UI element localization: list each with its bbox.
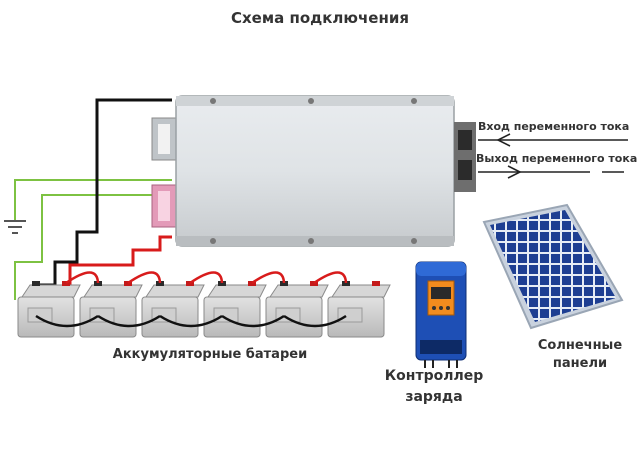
page-title: Схема подключения xyxy=(231,9,409,27)
battery xyxy=(141,281,205,338)
inverter-box xyxy=(151,95,476,247)
positive-wire xyxy=(68,235,172,290)
battery xyxy=(17,281,81,338)
link-positive xyxy=(65,271,100,285)
panels-label: Солнечные панели xyxy=(520,337,640,373)
batteries-label: Аккумуляторные батареи xyxy=(112,347,308,362)
ac-output-line xyxy=(478,165,624,179)
link-negative xyxy=(283,314,347,328)
battery-links xyxy=(35,271,348,328)
ground-icon xyxy=(4,220,26,234)
panels-label-line1: Солнечные xyxy=(537,338,623,353)
battery xyxy=(265,281,329,338)
link-negative xyxy=(97,314,161,328)
link-positive xyxy=(189,271,224,285)
ac-output-label: Выход переменного тока xyxy=(476,152,638,165)
link-negative xyxy=(159,314,223,328)
ground-wire xyxy=(14,179,172,300)
ac-input-label: Вход переменного тока xyxy=(478,120,630,133)
link-negative xyxy=(221,314,285,328)
solar-panel xyxy=(482,203,624,330)
battery xyxy=(79,281,143,338)
link-positive xyxy=(313,271,348,285)
panels-label-line2: панели xyxy=(552,356,608,371)
controller-label-line2: заряда xyxy=(405,389,463,405)
controller-label: Контроллер заряда xyxy=(372,366,496,408)
battery xyxy=(203,281,267,338)
charge-controller xyxy=(415,261,467,368)
battery-bank xyxy=(17,281,391,338)
link-positive xyxy=(127,271,162,285)
battery xyxy=(327,281,391,338)
controller-label-line1: Контроллер xyxy=(384,368,484,384)
link-positive xyxy=(251,271,286,285)
ac-input-line xyxy=(478,133,628,147)
link-negative xyxy=(35,314,99,328)
